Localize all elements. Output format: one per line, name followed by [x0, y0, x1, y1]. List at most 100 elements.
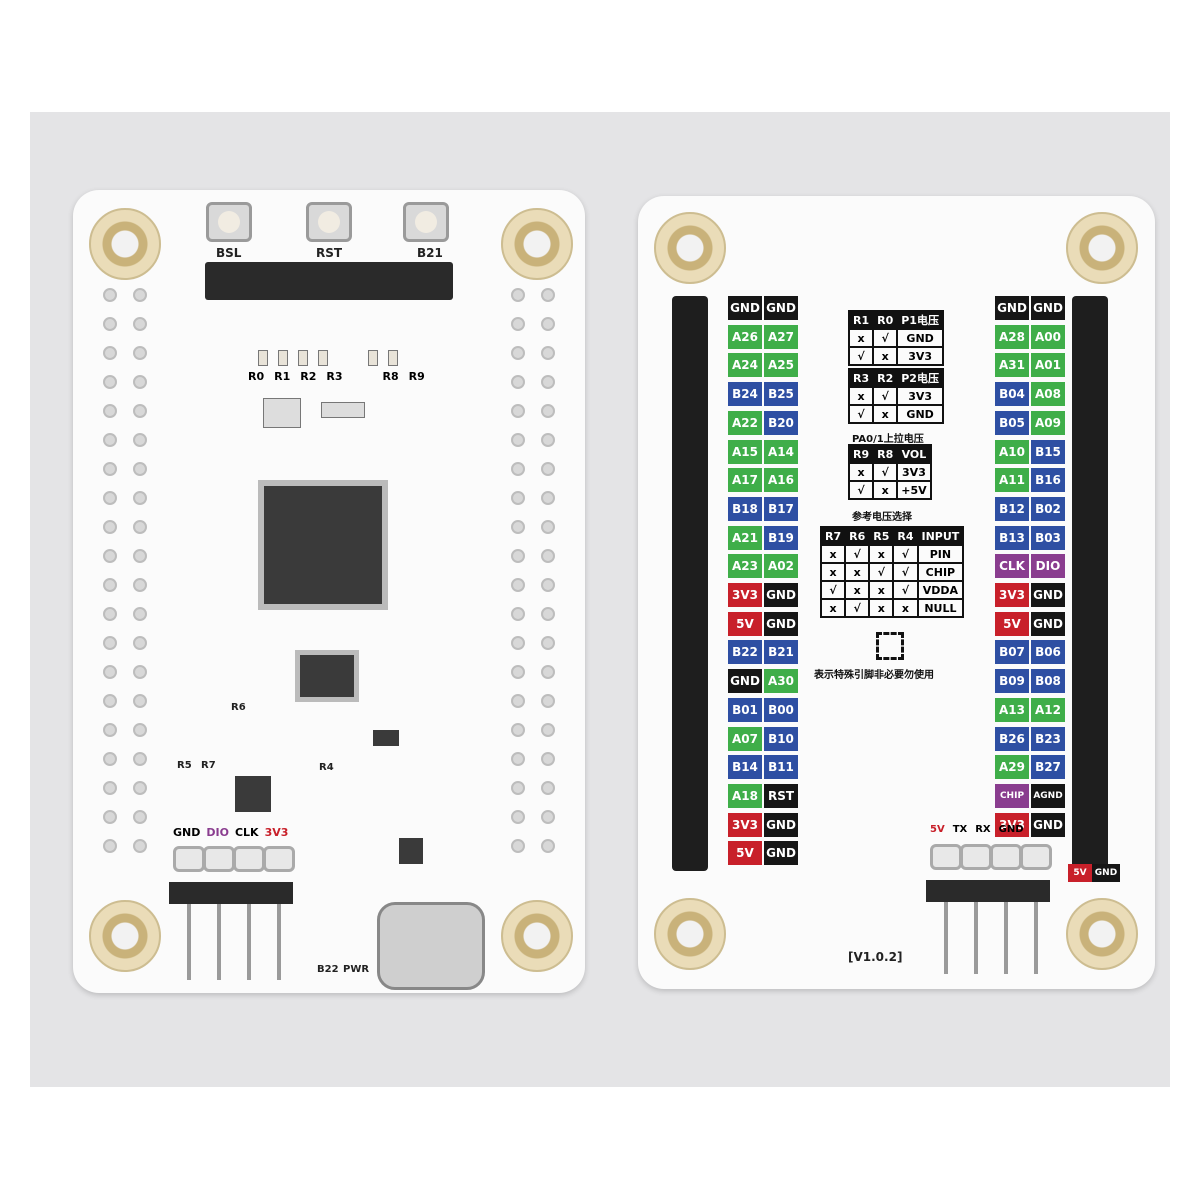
pin-label: A13 — [995, 697, 1029, 722]
pad — [133, 723, 147, 737]
pin-label: GND — [764, 583, 798, 607]
pad — [511, 346, 525, 360]
pad — [541, 781, 555, 795]
pad — [103, 317, 117, 331]
pad — [511, 839, 525, 853]
pad — [511, 578, 525, 592]
usb-c-port[interactable] — [377, 902, 485, 990]
pad — [511, 694, 525, 708]
pin-label: B20 — [764, 410, 798, 435]
pad — [511, 317, 525, 331]
pad — [511, 462, 525, 476]
uart-rx-label: RX — [975, 824, 991, 835]
pad — [133, 462, 147, 476]
pad — [511, 607, 525, 621]
uart-pin — [960, 844, 992, 870]
pad — [511, 723, 525, 737]
mount-hole — [89, 208, 161, 280]
pad — [511, 781, 525, 795]
pin-label: A27 — [764, 324, 798, 349]
pin-label: GND — [1031, 812, 1065, 837]
uart-pin — [990, 844, 1022, 870]
pin-label: GND — [764, 841, 798, 866]
pad — [103, 549, 117, 563]
pad — [103, 520, 117, 534]
pad — [541, 723, 555, 737]
boot-header — [205, 262, 453, 300]
pad — [103, 694, 117, 708]
pin-label: RST — [764, 783, 798, 808]
pin-label: B11 — [764, 755, 798, 780]
pad — [541, 810, 555, 824]
pin-label: B24 — [728, 382, 762, 407]
pin-leg — [1034, 888, 1038, 974]
uart-tx-label: TX — [952, 824, 968, 835]
rst-button[interactable] — [306, 202, 352, 242]
pin-label: 3V3 — [728, 583, 762, 607]
pad — [541, 607, 555, 621]
pin-label: CLK — [995, 554, 1029, 579]
uart-header-base — [926, 880, 1050, 902]
rst-label: RST — [316, 246, 343, 260]
resistor — [318, 350, 328, 366]
swd-gnd-label: GND — [173, 826, 201, 839]
swd-pin — [233, 846, 265, 872]
pin-label: GND — [764, 812, 798, 837]
crystal — [263, 398, 301, 428]
pin-label: A07 — [728, 726, 762, 751]
swd-dio-label: DIO — [206, 826, 229, 839]
bsl-button[interactable] — [206, 202, 252, 242]
pad — [541, 578, 555, 592]
pad — [511, 549, 525, 563]
pin-label: B06 — [1031, 640, 1065, 665]
pad — [103, 578, 117, 592]
mount-hole — [89, 900, 161, 972]
pad — [103, 752, 117, 766]
pad — [511, 288, 525, 302]
pin-label: GND — [764, 611, 798, 636]
pad — [511, 520, 525, 534]
pad — [511, 433, 525, 447]
pad — [133, 520, 147, 534]
ldo-chip — [399, 838, 423, 864]
swd-header-base — [169, 882, 293, 904]
mount-hole — [654, 898, 726, 970]
pad — [103, 607, 117, 621]
pin-label: A01 — [1031, 353, 1065, 378]
r0-label: R0 — [248, 370, 265, 383]
pin-leg — [1004, 888, 1008, 974]
pin-label: B05 — [995, 410, 1029, 435]
ref-voltage-title: 参考电压选择 — [852, 512, 912, 523]
b22-led-label: B22 — [317, 964, 339, 975]
crystal-small — [321, 402, 365, 418]
pad — [133, 549, 147, 563]
uart-pin — [1020, 844, 1052, 870]
pad — [541, 636, 555, 650]
pad — [133, 665, 147, 679]
pin-label: A21 — [728, 525, 762, 550]
pad — [133, 317, 147, 331]
special-pin-note: 表示特殊引脚非必要勿使用 — [814, 670, 934, 681]
pad — [103, 375, 117, 389]
pin-label: A00 — [1031, 324, 1065, 349]
pad — [541, 462, 555, 476]
pin-label: 5V — [728, 611, 762, 636]
pin-label: B01 — [728, 697, 762, 722]
b21-button[interactable] — [403, 202, 449, 242]
pin-label: GND — [1031, 296, 1065, 320]
pin-label: B16 — [1031, 468, 1065, 493]
pin-label: A18 — [728, 783, 762, 808]
pin-label: A16 — [764, 468, 798, 493]
pin-label: A10 — [995, 439, 1029, 464]
pad — [541, 665, 555, 679]
pad — [103, 781, 117, 795]
special-pin-marker — [876, 632, 904, 660]
r4-label: R4 — [319, 762, 334, 773]
pad — [103, 636, 117, 650]
pin-label: B10 — [764, 726, 798, 751]
pin-label: A29 — [995, 755, 1029, 780]
pad — [511, 491, 525, 505]
pin-label: A12 — [1031, 697, 1065, 722]
